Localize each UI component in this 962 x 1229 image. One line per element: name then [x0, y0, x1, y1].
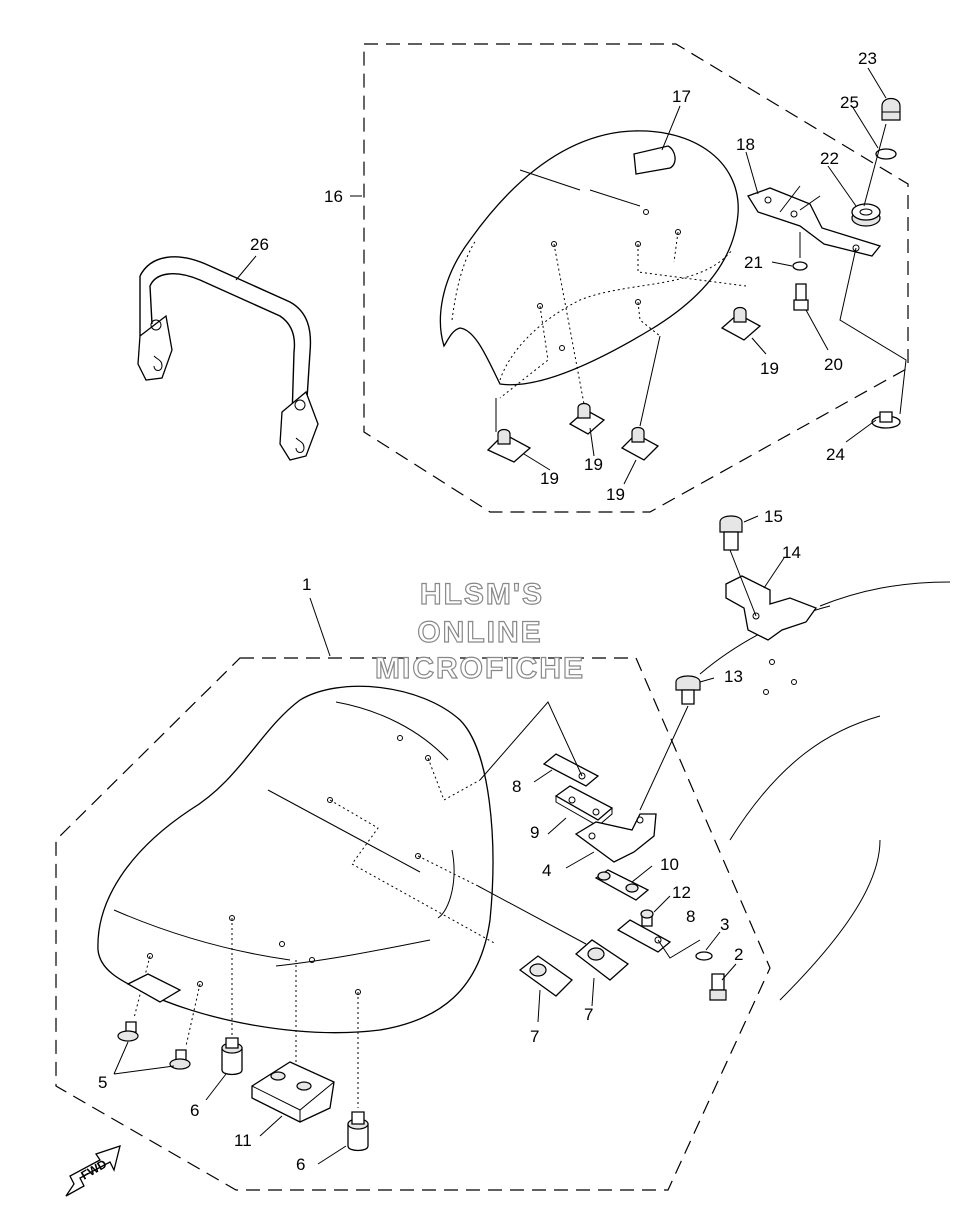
rear-seat-group-boundary	[363, 43, 909, 513]
watermark: HLSM'S ONLINE MICROFICHE	[374, 577, 585, 685]
callout-19: 19	[606, 485, 625, 504]
watermark-line-1: HLSM'S	[420, 578, 544, 611]
seat-clip-nut	[518, 955, 574, 997]
callout-6: 6	[190, 1101, 199, 1120]
callout-7: 7	[530, 1027, 539, 1046]
rear-seat	[439, 130, 747, 405]
seat-clip	[620, 426, 660, 461]
callout-16: 16	[324, 187, 343, 206]
spacer-plate	[542, 753, 600, 787]
callout-21: 21	[744, 253, 763, 272]
callout-25: 25	[840, 93, 859, 112]
callout-4: 4	[542, 861, 551, 880]
callout-6: 6	[296, 1155, 305, 1174]
callout-8: 8	[686, 907, 695, 926]
callout-leaders	[113, 67, 887, 1165]
fwd-arrow: FWD	[65, 1145, 121, 1197]
rear-seat-bracket	[747, 185, 882, 257]
callout-14: 14	[782, 543, 801, 562]
seat-clip	[568, 402, 606, 435]
bracket-bolt	[675, 675, 701, 705]
spacer-plate	[616, 919, 672, 953]
callout-19: 19	[584, 455, 603, 474]
seat-bracket	[574, 813, 657, 863]
frame-bracket	[725, 575, 818, 641]
callout-12: 12	[672, 883, 691, 902]
grab-bar	[137, 256, 319, 461]
frame-outline	[819, 581, 951, 607]
callout-11: 11	[234, 1131, 252, 1150]
collar	[640, 909, 654, 927]
callout-18: 18	[736, 135, 755, 154]
collar-plate	[594, 869, 650, 901]
mounting-plate	[251, 1061, 335, 1123]
main-seat	[97, 685, 497, 1108]
callout-1: 1	[302, 575, 311, 594]
seat-clip	[720, 306, 762, 341]
callout-26: 26	[250, 235, 269, 254]
callout-10: 10	[660, 855, 679, 874]
seat-bolt	[709, 973, 727, 1001]
callout-7: 7	[584, 1005, 593, 1024]
cap-nut	[881, 97, 901, 121]
callout-13: 13	[724, 667, 743, 686]
callout-17: 17	[672, 87, 691, 106]
seat-clip-nut	[574, 939, 630, 981]
seat-clip	[486, 428, 532, 463]
callout-labels: 1 2 3 4 5 6 6 7 7 8 8 9 10 11 12 13 14 1…	[98, 49, 877, 1174]
watermark-line-3: MICROFICHE	[375, 652, 585, 685]
callout-3: 3	[720, 915, 729, 934]
washer	[875, 148, 897, 160]
callout-20: 20	[824, 355, 843, 374]
callout-5: 5	[98, 1073, 107, 1092]
watermark-line-2: ONLINE	[417, 616, 542, 649]
seat-rivet	[169, 1049, 191, 1070]
seat-damper	[221, 1037, 243, 1076]
callout-19: 19	[540, 469, 559, 488]
callout-15: 15	[764, 507, 783, 526]
callout-8: 8	[512, 777, 521, 796]
callout-2: 2	[734, 945, 743, 964]
rear-bolt	[793, 283, 809, 311]
small-washer	[792, 261, 808, 271]
seat-rivet	[117, 1021, 139, 1042]
plain-washer	[695, 951, 713, 961]
seat-damper	[347, 1111, 369, 1152]
socket-bolt	[719, 515, 743, 551]
main-seat-group-boundary	[55, 657, 771, 1191]
damper	[851, 203, 881, 227]
callout-22: 22	[820, 149, 839, 168]
callout-23: 23	[858, 49, 877, 68]
seat-front-tab	[126, 973, 182, 1003]
flange-nut	[871, 411, 901, 429]
callout-9: 9	[530, 823, 539, 842]
callout-19: 19	[760, 359, 779, 378]
callout-24: 24	[826, 445, 845, 464]
